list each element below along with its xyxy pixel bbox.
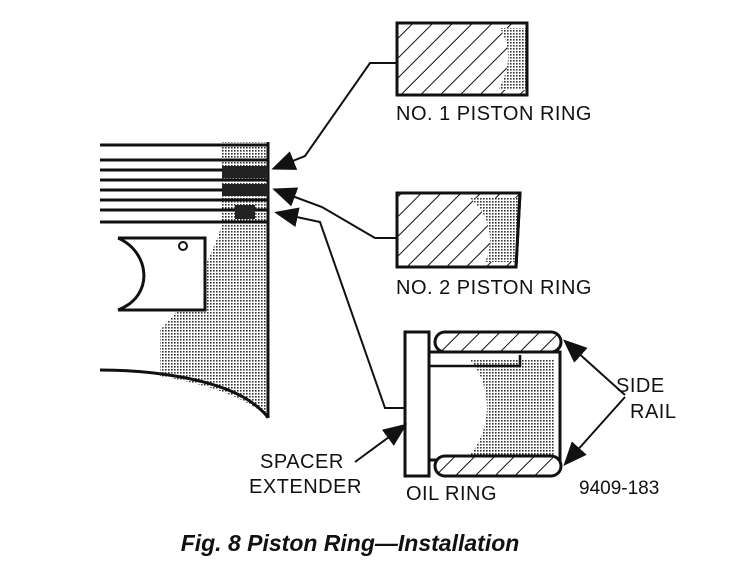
side-rail-label-1: SIDE	[616, 375, 665, 397]
figure-caption: Fig. 8 Piston Ring—Installation	[180, 530, 520, 556]
side-rail-label-2: RAIL	[630, 401, 676, 423]
spacer-label-2: EXTENDER	[249, 476, 362, 498]
piston-pin-boss	[117, 236, 207, 312]
ring1-cross-section	[395, 21, 529, 97]
figure-code: 9409-183	[579, 478, 659, 499]
leader-lines	[271, 62, 626, 466]
oil-ring-label: OIL RING	[406, 483, 497, 505]
ring2-cross-section	[395, 191, 522, 269]
ring-grooves	[100, 143, 268, 224]
ring1-label: NO. 1 PISTON RING	[396, 103, 592, 125]
ring2-label: NO. 2 PISTON RING	[396, 277, 592, 299]
piston-body	[99, 142, 270, 419]
spacer-label-1: SPACER	[260, 451, 344, 473]
oil-ring-assembly	[403, 330, 563, 478]
